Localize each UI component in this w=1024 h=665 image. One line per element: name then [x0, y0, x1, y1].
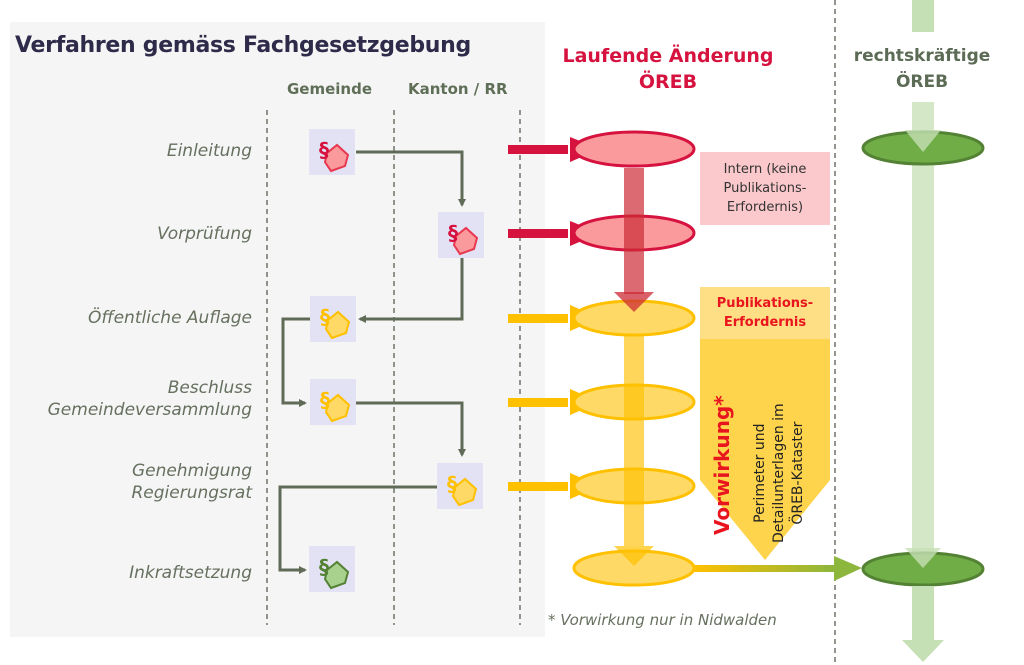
svg-text:§: § [320, 388, 330, 412]
paragraph-hand-icon: § [437, 463, 483, 509]
footnote: * Vorwirkung nur in Nidwalden [548, 611, 777, 629]
svg-text:§: § [319, 555, 329, 579]
green-inflow-arrowhead [905, 548, 941, 568]
yellow-inflow-arrow [508, 314, 568, 323]
flow-connector [281, 317, 310, 407]
left-panel-background [10, 22, 545, 637]
vorwirkung-label: Vorwirkung* [702, 345, 747, 545]
red-vertical-arrow [624, 168, 644, 294]
intern-line: Erfordernis) [726, 200, 804, 215]
red-oval [572, 130, 696, 168]
publication-line: Publikations- [716, 296, 814, 311]
green-inflow-arrowhead [905, 130, 941, 152]
paragraph-hand-icon: § [309, 129, 355, 175]
step-oeffentliche-auflage: Öffentliche Auflage [87, 308, 252, 328]
step-vorpruefung: Vorprüfung [157, 224, 252, 244]
column-header-kanton: Kanton / RR [408, 80, 508, 98]
yellow-inflow-arrow [508, 482, 568, 491]
step-beschluss-line-1: Beschluss [167, 378, 252, 398]
header-line-2: ÖREB [895, 72, 949, 92]
svg-text:§: § [320, 305, 330, 329]
yellow-inflow-arrow [508, 398, 568, 407]
vorwirkung-description: Perimeter und Detailunterlagen im ÖREB-K… [745, 345, 825, 545]
flow-connector [278, 485, 438, 574]
step-genehmigung: Genehmigung Regierungsrat [131, 460, 252, 504]
green-track-arrowhead [902, 640, 944, 662]
vorwirkung-desc-line: Perimeter und [752, 423, 768, 523]
publication-note: Publikations- Erfordernis [700, 287, 830, 339]
header-line-1: rechtskräftige [853, 46, 991, 66]
green-track [912, 102, 934, 642]
vorwirkung-desc-line: ÖREB-Kataster [790, 421, 806, 525]
step-genehmigung-line-2: Regierungsrat [131, 483, 252, 503]
paragraph-hand-icon: § [309, 546, 355, 592]
flow-connector [355, 401, 466, 457]
header-line-2: ÖREB [638, 71, 698, 93]
step-einleitung: Einleitung [166, 141, 252, 161]
header-laufende-aenderung: Laufende Änderung ÖREB [548, 43, 788, 95]
red-inflow-arrow [508, 229, 568, 238]
red-inflow-arrow [508, 145, 568, 154]
flow-connector [356, 150, 466, 207]
step-beschluss-line-2: Gemeindeversammlung [47, 400, 252, 420]
intern-line: Publikations- [723, 181, 807, 196]
vorwirkung-arrow-shape [700, 287, 830, 560]
step-inkraftsetzung: Inkraftsetzung [129, 563, 252, 583]
yellow-vertical-arrow [624, 336, 644, 546]
intern-note: Intern (keine Publikations- Erfordernis) [700, 152, 830, 225]
paragraph-hand-icon: § [310, 296, 356, 342]
panel-title: Verfahren gemäss Fachgesetzgebung [15, 33, 471, 58]
vorwirkung-desc-text: Perimeter und Detailunterlagen im ÖREB-K… [751, 403, 808, 543]
vorwirkung-text: Vorwirkung* [710, 395, 734, 535]
flow-connector [358, 258, 464, 323]
paragraph-hand-icon: § [310, 379, 356, 425]
step-genehmigung-line-1: Genehmigung [131, 461, 252, 481]
intern-line: Intern (keine [723, 162, 807, 177]
publication-line: Erfordernis [723, 315, 807, 330]
paragraph-hand-icon: § [438, 212, 484, 258]
column-header-gemeinde: Gemeinde [287, 80, 373, 98]
vorwirkung-desc-line: Detailunterlagen im [771, 403, 787, 543]
header-line-1: Laufende Änderung [562, 45, 774, 67]
svg-text:§: § [319, 138, 329, 162]
svg-text:§: § [447, 472, 457, 496]
header-rechtskraeftige: rechtskräftige ÖREB [832, 43, 1012, 95]
svg-text:§: § [448, 221, 458, 245]
green-track-top [912, 0, 934, 32]
transition-arrow [694, 565, 834, 572]
step-beschluss: Beschluss Gemeindeversammlung [48, 377, 252, 421]
